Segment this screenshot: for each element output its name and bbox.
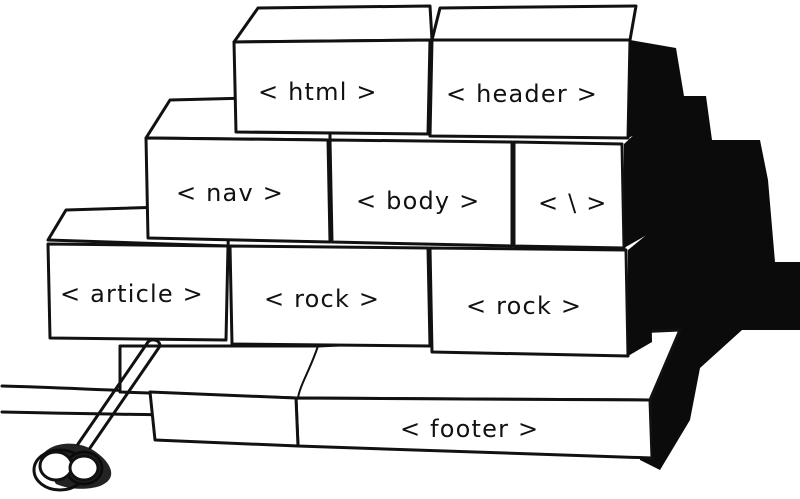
label-body: < body >	[356, 187, 480, 215]
brick-article	[46, 242, 230, 342]
brick-row-middle	[144, 94, 652, 250]
label-header: < header >	[446, 80, 598, 108]
label-html: < html >	[258, 78, 378, 106]
label-footer: < footer >	[400, 415, 539, 443]
brick-body	[328, 138, 514, 248]
wall-shadow	[630, 40, 800, 470]
label-escape: < \ >	[538, 189, 608, 217]
brick-rock-1	[228, 244, 432, 348]
brick-row-bottom	[46, 203, 652, 358]
label-nav: < nav >	[176, 179, 284, 207]
brick-nav	[144, 136, 332, 244]
brick-html	[232, 38, 432, 136]
label-article: < article >	[60, 280, 204, 308]
hammer-icon	[32, 338, 162, 492]
brick-row-top	[232, 4, 648, 140]
label-rock-1: < rock >	[264, 285, 380, 313]
label-rock-2: < rock >	[466, 292, 582, 320]
